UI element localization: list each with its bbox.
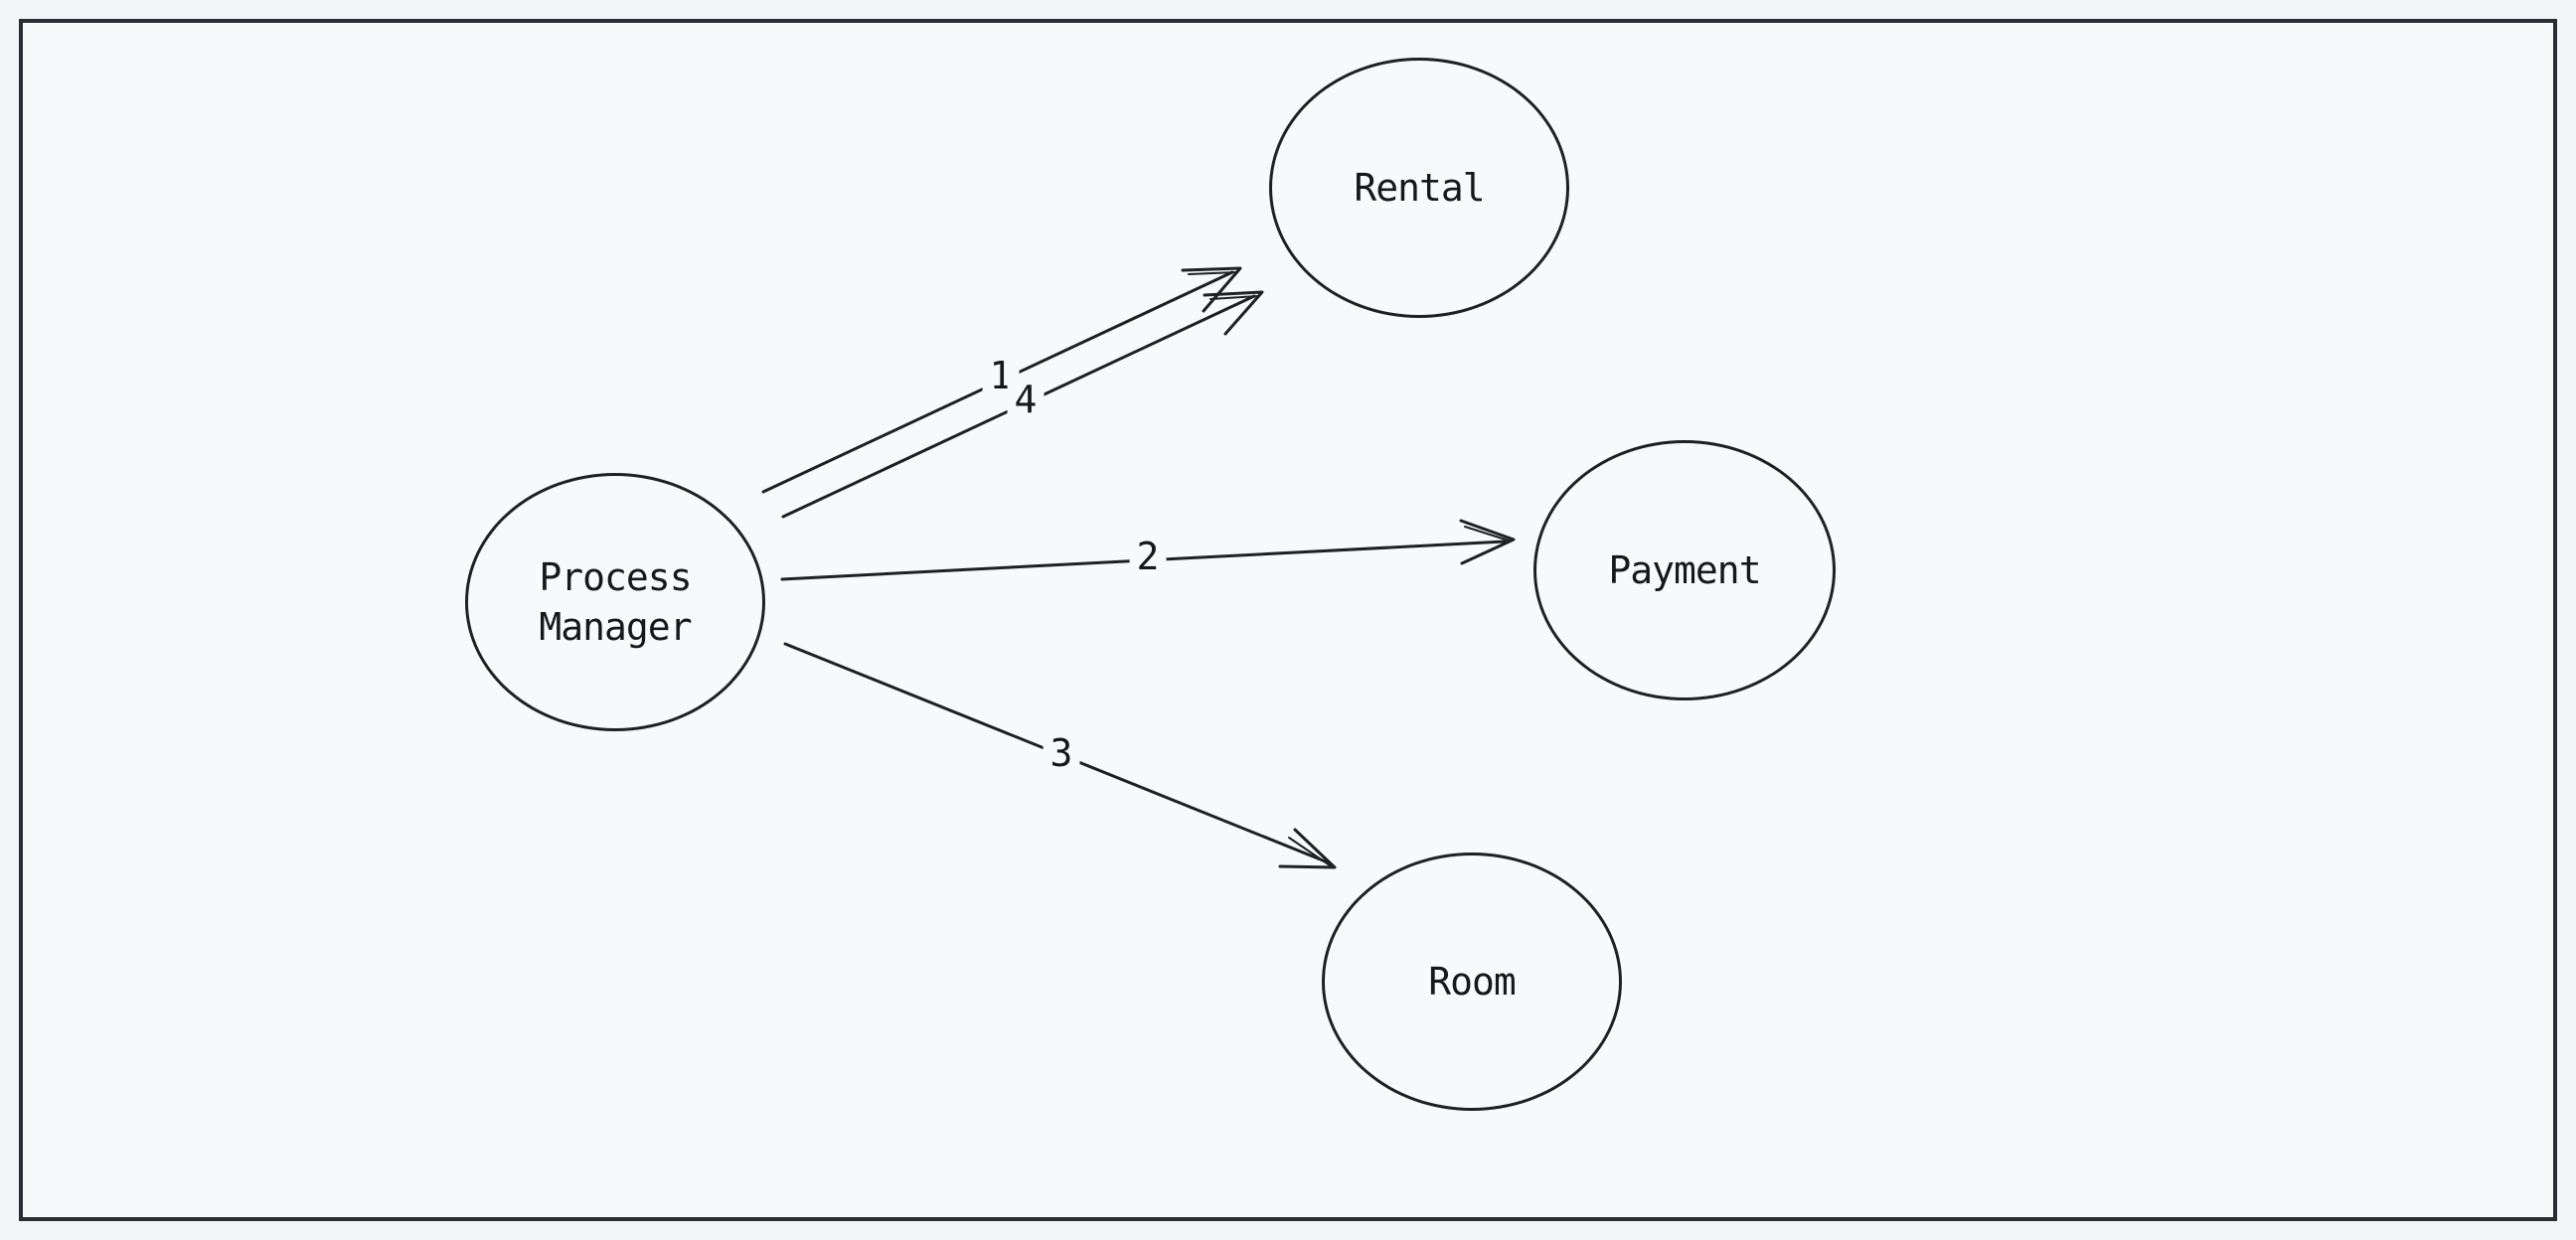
edge-label-2: 2 xyxy=(1129,537,1167,576)
node-rental-label: Rental xyxy=(1354,166,1485,210)
node-process-manager-label: Process Manager xyxy=(539,552,692,652)
edge-1-arrowhead-icon xyxy=(1181,266,1242,313)
edge-3-arrowhead-icon xyxy=(1278,828,1337,869)
node-process-manager: Process Manager xyxy=(465,473,765,731)
edge-4-arrowhead-sketch xyxy=(1209,295,1259,300)
edge-label-1: 1 xyxy=(982,356,1020,395)
edge-4-arrowhead-icon xyxy=(1203,290,1264,336)
edge-1-arrowhead-sketch xyxy=(1188,271,1237,275)
node-process-manager-label-line1: Process xyxy=(539,555,692,599)
edge-3-arrowhead-sketch xyxy=(1288,837,1331,866)
node-rental: Rental xyxy=(1269,58,1569,318)
node-room: Room xyxy=(1322,852,1622,1111)
node-room-label: Room xyxy=(1428,960,1517,1004)
edge-label-4: 4 xyxy=(1007,380,1045,419)
edge-label-3: 3 xyxy=(1043,733,1080,773)
edge-2-arrowhead-icon xyxy=(1459,519,1516,565)
node-process-manager-label-line2: Manager xyxy=(539,605,692,649)
node-payment: Payment xyxy=(1533,440,1836,700)
edge-2-arrowhead-sketch xyxy=(1464,526,1510,542)
node-payment-label: Payment xyxy=(1608,548,1761,592)
